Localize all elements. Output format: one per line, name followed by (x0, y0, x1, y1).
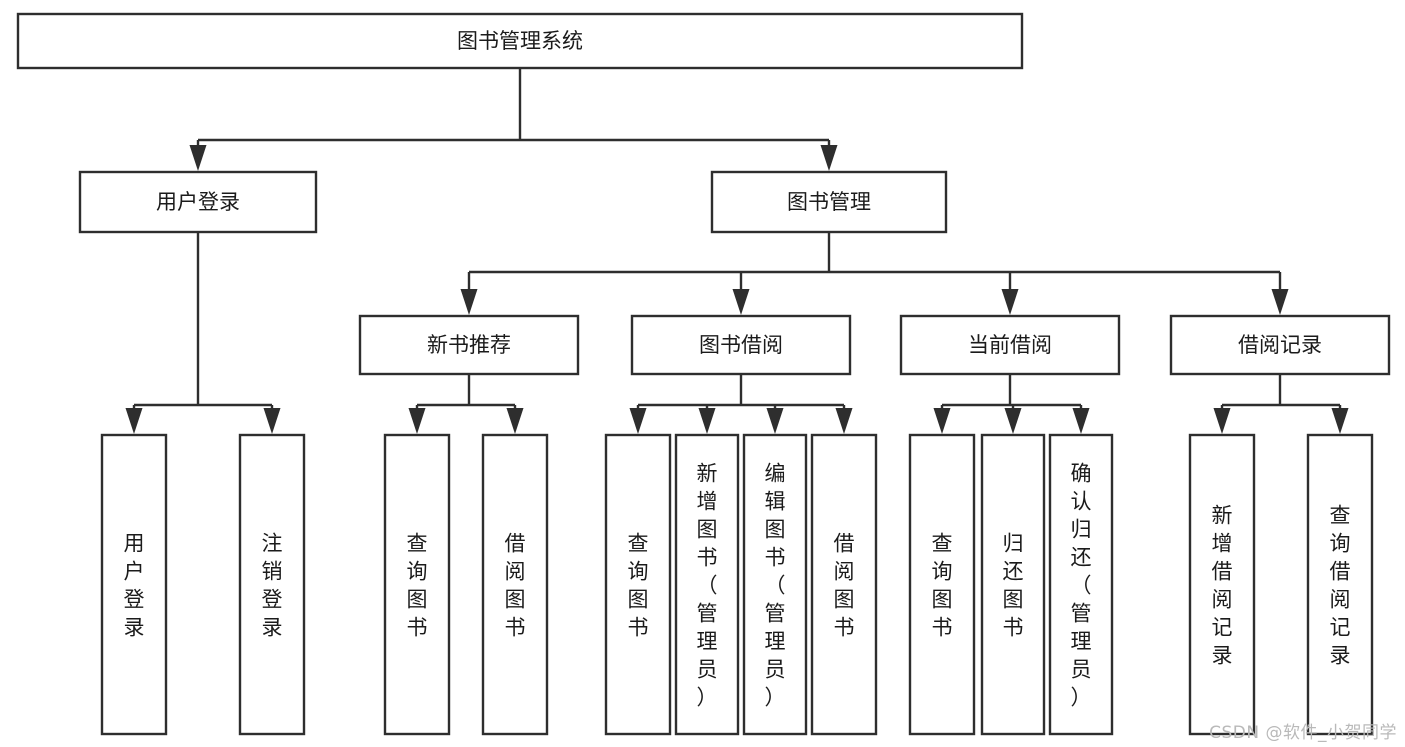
node-leaf-user-login[interactable]: 用户登录 (100, 433, 168, 736)
node-box-leaf-logout[interactable] (238, 433, 306, 736)
connector-group (125, 232, 281, 434)
node-root[interactable]: 图书管理系统 (16, 12, 1024, 70)
node-leaf-add-record[interactable]: 新增借阅记录 (1188, 433, 1256, 736)
node-box-leaf-query-book-rec[interactable] (383, 433, 451, 736)
node-box-book-manage[interactable] (710, 170, 948, 234)
node-box-leaf-add-record[interactable] (1188, 433, 1256, 736)
connector-group (1213, 374, 1349, 434)
node-user-login[interactable]: 用户登录 (78, 170, 318, 234)
node-leaf-query-book-cur[interactable]: 查询图书 (908, 433, 976, 736)
node-label-leaf-query-book-rec: 查询图书 (407, 531, 428, 639)
node-label-leaf-user-login: 用户登录 (124, 531, 145, 639)
node-label-leaf-query-book-cur: 查询图书 (932, 531, 953, 639)
node-label-leaf-add-book: 新增图书（管理员） (697, 461, 718, 709)
node-leaf-borrow-book-rec[interactable]: 借阅图书 (481, 433, 549, 736)
node-label-borrow-record: 借阅记录 (1238, 333, 1322, 357)
node-label-current-borrow: 当前借阅 (968, 333, 1052, 357)
node-borrow-record[interactable]: 借阅记录 (1169, 314, 1391, 376)
node-leaf-borrow-book-bo[interactable]: 借阅图书 (810, 433, 878, 736)
node-box-leaf-borrow-book-rec[interactable] (481, 433, 549, 736)
node-label-leaf-logout: 注销登录 (262, 531, 283, 639)
node-label-leaf-borrow-book-rec: 借阅图书 (505, 531, 526, 639)
node-book-borrow[interactable]: 图书借阅 (630, 314, 852, 376)
node-leaf-confirm-return[interactable]: 确认归还（管理员） (1048, 433, 1114, 736)
connector-group (933, 374, 1090, 434)
node-leaf-logout[interactable]: 注销登录 (238, 433, 306, 736)
node-label-leaf-add-record: 新增借阅记录 (1212, 503, 1233, 667)
node-leaf-edit-book[interactable]: 编辑图书（管理员） (742, 433, 808, 736)
connector-group (629, 374, 853, 434)
node-box-leaf-return-book[interactable] (980, 433, 1046, 736)
node-label-new-book-rec: 新书推荐 (427, 333, 511, 357)
node-box-leaf-query-book-bo[interactable] (604, 433, 672, 736)
node-box-borrow-record[interactable] (1169, 314, 1391, 376)
node-box-leaf-confirm-return[interactable] (1048, 433, 1114, 736)
node-label-book-borrow: 图书借阅 (699, 333, 783, 357)
node-label-leaf-query-record: 查询借阅记录 (1330, 503, 1351, 667)
connector-group (189, 68, 838, 171)
node-box-leaf-borrow-book-bo[interactable] (810, 433, 878, 736)
node-new-book-rec[interactable]: 新书推荐 (358, 314, 580, 376)
node-leaf-add-book[interactable]: 新增图书（管理员） (674, 433, 740, 736)
node-box-book-borrow[interactable] (630, 314, 852, 376)
node-box-root[interactable] (16, 12, 1024, 70)
connector-group (408, 374, 524, 434)
node-box-leaf-query-book-cur[interactable] (908, 433, 976, 736)
node-leaf-query-book-rec[interactable]: 查询图书 (383, 433, 451, 736)
node-box-current-borrow[interactable] (899, 314, 1121, 376)
node-label-user-login: 用户登录 (156, 190, 240, 214)
node-current-borrow[interactable]: 当前借阅 (899, 314, 1121, 376)
node-book-manage[interactable]: 图书管理 (710, 170, 948, 234)
node-label-book-manage: 图书管理 (787, 190, 871, 214)
node-box-leaf-query-record[interactable] (1306, 433, 1374, 736)
node-leaf-return-book[interactable]: 归还图书 (980, 433, 1046, 736)
node-box-leaf-user-login[interactable] (100, 433, 168, 736)
node-box-new-book-rec[interactable] (358, 314, 580, 376)
node-layer: 图书管理系统用户登录图书管理新书推荐图书借阅当前借阅借阅记录用户登录注销登录查询… (16, 12, 1391, 736)
node-label-root: 图书管理系统 (457, 29, 583, 53)
node-box-leaf-edit-book[interactable] (742, 433, 808, 736)
connector-layer (125, 68, 1349, 434)
node-leaf-query-book-bo[interactable]: 查询图书 (604, 433, 672, 736)
node-label-leaf-query-book-bo: 查询图书 (628, 531, 649, 639)
node-box-leaf-add-book[interactable] (674, 433, 740, 736)
connector-group (460, 232, 1289, 315)
node-box-user-login[interactable] (78, 170, 318, 234)
node-label-leaf-edit-book: 编辑图书（管理员） (765, 461, 786, 709)
node-label-leaf-confirm-return: 确认归还（管理员） (1071, 461, 1092, 709)
node-leaf-query-record[interactable]: 查询借阅记录 (1306, 433, 1374, 736)
node-label-leaf-borrow-book-bo: 借阅图书 (834, 531, 855, 639)
watermark-text: CSDN @软件_小贺同学 (1209, 723, 1397, 743)
node-label-leaf-return-book: 归还图书 (1003, 531, 1024, 639)
